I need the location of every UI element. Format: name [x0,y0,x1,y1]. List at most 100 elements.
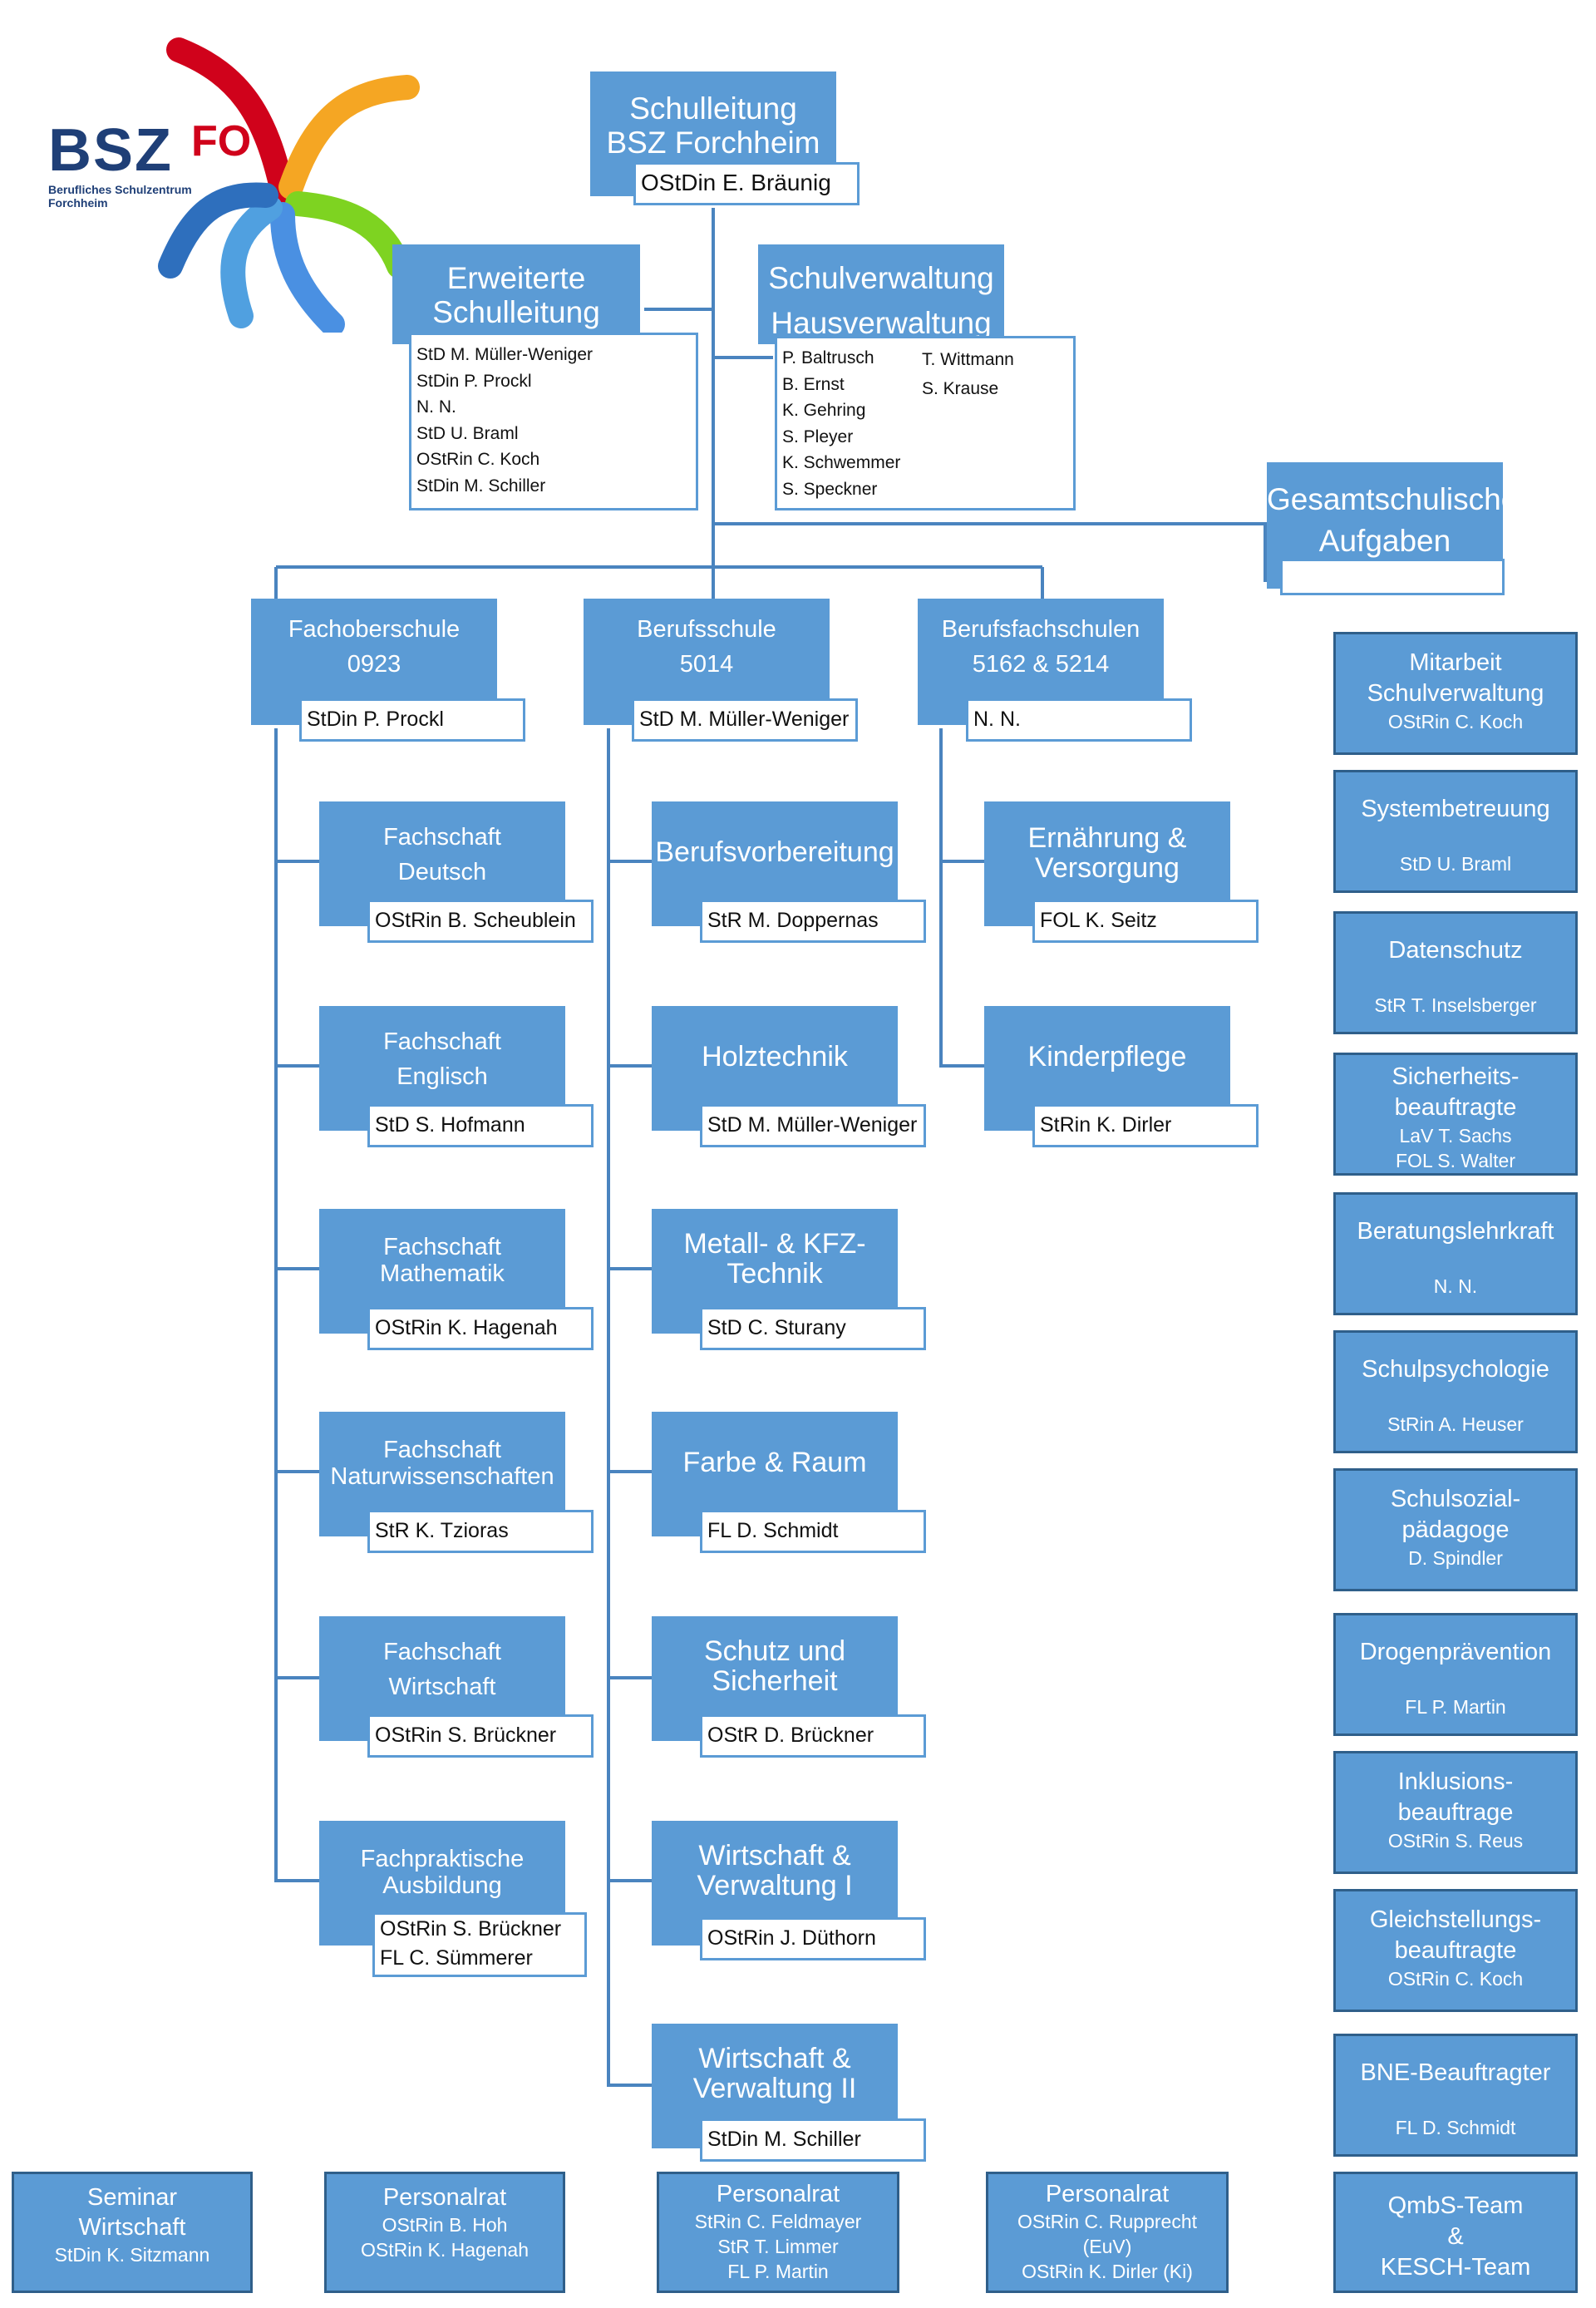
schulverwaltung-box: Schulverwaltung Hausverwaltung [758,244,1004,344]
side-gleichstellungsbeauftragte: Gleichstellungs- beauftragte OStRin C. K… [1333,1889,1578,2012]
erweiterte-schulleitung-box: Erweiterte Schulleitung [392,244,640,344]
schutz-sicherheit-name: OStR D. Brückner [700,1714,926,1758]
bs-line-1: Wirtschaft & [698,2043,851,2074]
side-schulsozialpaedagoge: Schulsozial- pädagoge D. Spindler [1333,1468,1578,1591]
logo-subtitle-2: Forchheim [48,196,108,210]
side-title: beauftrage [1397,1799,1514,1826]
bottom-title: Wirtschaft [78,2214,186,2241]
verwaltung-member: S. Speckner [782,479,878,499]
berufsschule-name: StD M. Müller-Weniger [632,698,858,742]
side-title: BNE-Beauftragter [1360,2059,1551,2086]
fachschaft-deutsch-name: OStRin B. Scheublein [367,900,594,943]
fachpraktische-ausbildung-names: OStRin S. Brückner FL C. Sümmerer [372,1912,587,1977]
fachschaft-line-1: Fachschaft [383,1639,501,1665]
berufsfachschulen-name: N. N. [966,698,1192,742]
side-systembetreuung: Systembetreuung StD U. Braml [1333,770,1578,893]
bs-line-2: Sicherheit [712,1665,838,1697]
erweiterte-member: StDin M. Schiller [416,476,546,496]
bs-line-1: Wirtschaft & [698,1840,851,1872]
schulverwaltung-members-list: P. Baltrusch B. Ernst K. Gehring S. Pley… [775,336,1076,510]
berufsfachschulen-title-2: 5162 & 5214 [972,651,1110,678]
erweiterte-title-1: Erweiterte [446,261,586,295]
side-person: FL P. Martin [1405,1696,1506,1718]
bottom-person: StDin K. Sitzmann [54,2244,210,2266]
gesamt-title-2: Aufgaben [1318,524,1451,558]
bs-line-2: Verwaltung II [692,2073,857,2104]
bs-line-2: Verwaltung I [697,1870,853,1901]
fachschaft-mathematik-name: OStRin K. Hagenah [367,1307,594,1350]
side-title: Schulpsychologie [1362,1356,1549,1383]
bottom-personalrat-2: Personalrat StRin C. Feldmayer StR T. Li… [657,2172,899,2293]
bottom-person: (EuV) [1082,2236,1132,2257]
side-person: FL D. Schmidt [1395,2117,1516,2138]
side-title: Gleichstellungs- [1369,1906,1542,1933]
verwaltung-member: K. Gehring [782,401,866,421]
bottom-personalrat-3: Personalrat OStRin C. Rupprecht (EuV) OS… [986,2172,1229,2293]
bfs-line-2: Versorgung [1035,852,1180,884]
berufsschule-title-2: 5014 [679,651,734,678]
verwaltung-member: P. Baltrusch [782,348,874,367]
side-title: pädagoge [1401,1516,1510,1543]
side-title: Sicherheits- [1392,1063,1520,1090]
erweiterte-title-2: Schulleitung [432,295,600,329]
side-title: Datenschutz [1388,937,1523,964]
side-title: Systembetreuung [1361,796,1550,822]
bottom-person: FL P. Martin [727,2261,829,2282]
fachschaft-line-1: Fachschaft [383,1437,501,1463]
fachschaft-line-1: Fachschaft [383,1028,501,1055]
schulleitung-title-1: Schulleitung [629,91,797,126]
side-title: KESCH-Team [1380,2254,1531,2281]
fachschaft-line-2: Wirtschaft [388,1674,496,1700]
logo-subtitle-1: Berufliches Schulzentrum [48,183,192,196]
schulleitung-name: OStDin E. Bräunig [633,162,860,205]
gesamtschulische-name-slot [1280,559,1505,595]
bottom-title: Personalrat [716,2181,840,2207]
bs-line-2: Technik [727,1258,823,1290]
bottom-person: OStRin K. Hagenah [360,2239,529,2261]
erweiterte-members-list: StD M. Müller-Weniger StDin P. Prockl N.… [409,333,698,510]
fachschaft-wirtschaft-name: OStRin S. Brückner [367,1714,594,1758]
bottom-title: Seminar [87,2184,177,2211]
bs-line-1: Schutz und [703,1635,846,1667]
bottom-person: OStRin B. Hoh [382,2214,508,2236]
holztechnik-name: StD M. Müller-Weniger [700,1104,926,1147]
side-title: Mitarbeit [1409,649,1502,676]
kinderpflege-name: StRin K. Dirler [1032,1104,1259,1147]
side-person: D. Spindler [1408,1547,1503,1569]
logo-fo: FO [191,117,252,165]
ernaehrung-versorgung-name: FOL K. Seitz [1032,900,1259,943]
side-mitarbeit-schulverwaltung: Mitarbeit Schulverwaltung OStRin C. Koch [1333,632,1578,755]
wirtschaft-verwaltung-1-name: OStRin J. Düthorn [700,1917,926,1960]
side-title: Inklusions- [1397,1768,1514,1795]
side-person: StR T. Inselsberger [1374,994,1537,1016]
fachpraktische-name: OStRin S. Brückner [380,1917,562,1941]
berufsschule-title-1: Berufsschule [637,616,776,643]
bfs-line-1: Ernährung & [1027,822,1187,854]
side-title: beauftragte [1394,1094,1517,1121]
fachoberschule-title-2: 0923 [347,651,401,678]
bottom-person: StR T. Limmer [717,2236,839,2257]
bottom-seminar-wirtschaft: Seminar Wirtschaft StDin K. Sitzmann [12,2172,253,2293]
side-person: OStRin C. Koch [1387,711,1524,732]
verwaltung-member: S. Krause [922,379,999,398]
metall-kfz-technik-name: StD C. Sturany [700,1307,926,1350]
fachschaft-englisch-name: StD S. Hofmann [367,1104,594,1147]
side-person: StD U. Braml [1399,853,1512,875]
side-qmbs-kesch-team: QmbS-Team & KESCH-Team [1333,2172,1578,2293]
fachschaft-line-2: Ausbildung [382,1872,502,1899]
side-title: & [1447,2223,1464,2250]
side-person: StRin A. Heuser [1387,1413,1524,1435]
side-sicherheitsbeauftragte: Sicherheits- beauftragte LaV T. Sachs FO… [1333,1053,1578,1176]
bfs-line-1: Kinderpflege [1027,1041,1187,1073]
fachschaft-line-1: Fachschaft [383,1234,501,1260]
side-title: beauftragte [1394,1937,1517,1964]
logo-bsz: BSZ [48,117,173,184]
logo-swirl-icon [158,37,420,333]
side-title: Schulsozial- [1390,1486,1521,1512]
side-title: Schulverwaltung [1367,680,1544,707]
erweiterte-member: StD M. Müller-Weniger [416,345,593,364]
bs-line-1: Farbe & Raum [682,1447,867,1478]
verwaltung-member: T. Wittmann [922,350,1014,369]
side-person: FOL S. Walter [1396,1150,1515,1171]
